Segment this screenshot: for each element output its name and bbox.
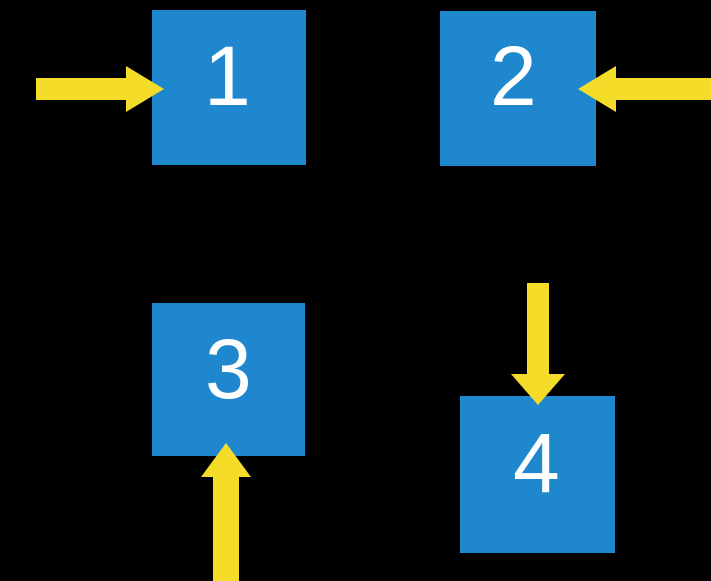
arrow-up-icon <box>201 443 251 581</box>
node-label-4: 4 <box>513 416 560 510</box>
node-label-1: 1 <box>204 29 251 123</box>
arrow-down-icon <box>511 283 565 405</box>
node-label-3: 3 <box>205 322 252 416</box>
arrow-left-icon <box>578 66 711 112</box>
node-box-3[interactable] <box>152 303 305 456</box>
arrow-right-into-node-1 <box>36 66 164 112</box>
node-box-4[interactable] <box>460 396 615 553</box>
arrow-left-into-node-2 <box>578 66 711 112</box>
arrow-right-icon <box>36 66 164 112</box>
arrow-down-into-node-4 <box>511 283 565 405</box>
arrow-up-into-node-3 <box>201 443 251 581</box>
node-box-2[interactable] <box>440 11 596 166</box>
node-box-1[interactable] <box>152 10 306 165</box>
node-label-2: 2 <box>490 29 537 123</box>
